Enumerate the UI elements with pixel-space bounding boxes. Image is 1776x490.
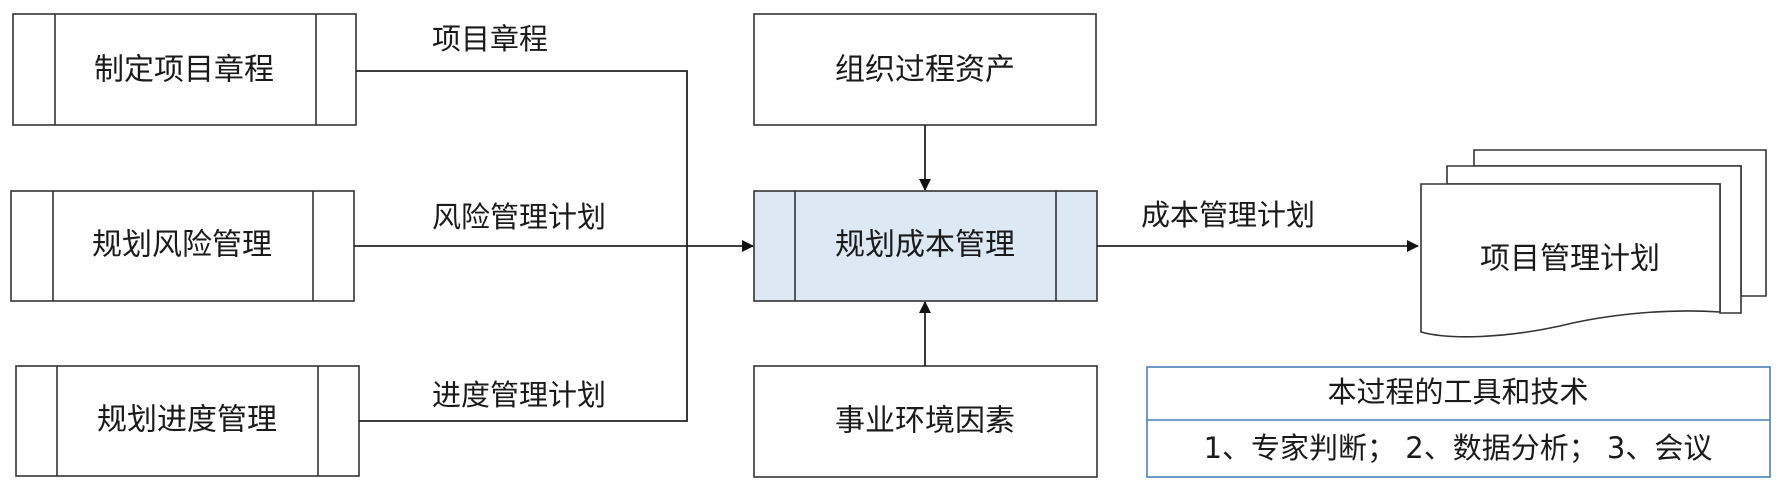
project-management-plan-document: 项目管理计划 bbox=[1420, 149, 1767, 338]
risk-plan-flow-label: 风险管理计划 bbox=[432, 200, 606, 234]
enterprise-env-factors-label: 事业环境因素 bbox=[835, 404, 1015, 439]
project-management-plan-label: 项目管理计划 bbox=[1480, 242, 1660, 277]
plan-cost-process-box: 规划成本管理 bbox=[753, 190, 1098, 302]
plan-schedule-label: 规划进度管理 bbox=[97, 403, 277, 438]
plan-risk-process-box: 规划风险管理 bbox=[10, 190, 355, 302]
tools-techniques-items: 1、专家判断； 2、数据分析； 3、会议 bbox=[1204, 431, 1713, 465]
plan-schedule-process-box: 规划进度管理 bbox=[15, 365, 360, 477]
charter-flow-label: 项目章程 bbox=[432, 22, 548, 56]
org-process-assets-box: 组织过程资产 bbox=[753, 13, 1097, 126]
tools-techniques-title: 本过程的工具和技术 bbox=[1327, 375, 1588, 409]
develop-charter-process-box: 制定项目章程 bbox=[12, 13, 357, 126]
tools-techniques-table: 本过程的工具和技术 1、专家判断； 2、数据分析； 3、会议 bbox=[1146, 366, 1771, 478]
plan-risk-label: 规划风险管理 bbox=[92, 228, 272, 263]
org-process-assets-label: 组织过程资产 bbox=[835, 53, 1015, 88]
cost-plan-flow-label: 成本管理计划 bbox=[1141, 198, 1315, 232]
plan-cost-label: 规划成本管理 bbox=[835, 228, 1015, 263]
schedule-plan-connector bbox=[359, 246, 688, 422]
charter-connector bbox=[356, 70, 688, 246]
enterprise-env-factors-box: 事业环境因素 bbox=[753, 365, 1098, 478]
schedule-plan-flow-label: 进度管理计划 bbox=[432, 378, 606, 412]
develop-charter-label: 制定项目章程 bbox=[94, 53, 274, 88]
